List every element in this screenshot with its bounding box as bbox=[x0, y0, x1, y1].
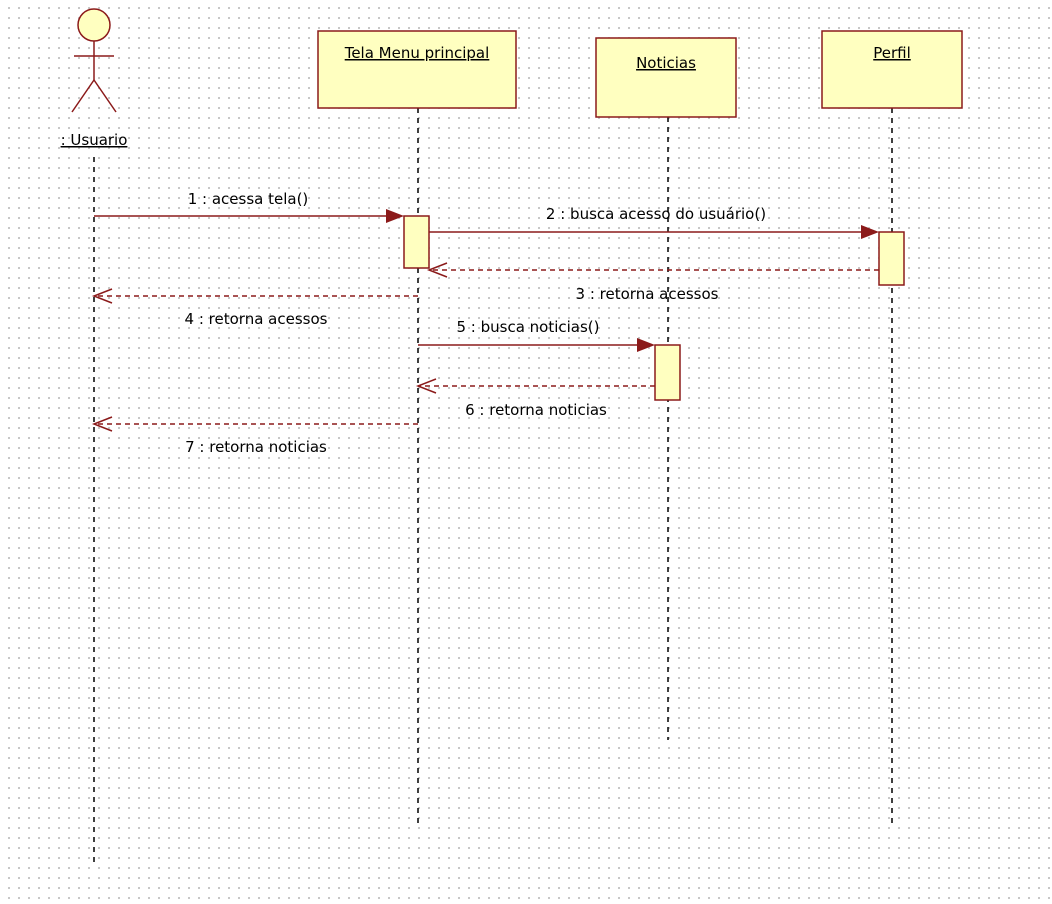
filled-arrowhead-icon bbox=[861, 225, 879, 239]
message-6[interactable]: 6 : retorna noticias bbox=[415, 378, 655, 419]
message-3[interactable]: 3 : retorna acessos bbox=[426, 262, 879, 303]
activation-bar-perfil bbox=[878, 231, 905, 286]
open-arrowhead-icon bbox=[91, 416, 113, 432]
actor-label: : Usuario bbox=[61, 131, 128, 149]
activation-bar-tela bbox=[403, 215, 430, 269]
message-label: 6 : retorna noticias bbox=[465, 401, 607, 419]
open-arrowhead-icon bbox=[91, 288, 113, 304]
message-label: 5 : busca noticias() bbox=[456, 318, 599, 336]
stick-figure-actor-icon bbox=[71, 8, 117, 113]
message-4[interactable]: 4 : retorna acessos bbox=[91, 288, 418, 328]
activation-bar-noticias bbox=[654, 344, 681, 401]
message-2[interactable]: 2 : busca acesso do usuário() bbox=[429, 205, 879, 239]
message-label: 7 : retorna noticias bbox=[185, 438, 327, 456]
actor-usuario[interactable]: : Usuario bbox=[61, 8, 128, 149]
message-label: 1 : acessa tela() bbox=[188, 190, 309, 208]
message-5[interactable]: 5 : busca noticias() bbox=[418, 318, 655, 352]
message-1[interactable]: 1 : acessa tela() bbox=[94, 190, 404, 223]
object-box-tela-menu-principal[interactable]: Tela Menu principal bbox=[317, 30, 517, 109]
message-label: 2 : busca acesso do usuário() bbox=[546, 205, 766, 223]
open-arrowhead-icon bbox=[415, 378, 437, 394]
message-label: 4 : retorna acessos bbox=[185, 310, 328, 328]
message-label: 3 : retorna acessos bbox=[576, 285, 719, 303]
object-box-perfil[interactable]: Perfil bbox=[821, 30, 963, 109]
filled-arrowhead-icon bbox=[386, 209, 404, 223]
object-label-tela: Tela Menu principal bbox=[344, 44, 490, 62]
open-arrowhead-icon bbox=[426, 262, 448, 278]
object-box-noticias[interactable]: Noticias bbox=[595, 37, 737, 118]
object-label-noticias: Noticias bbox=[636, 54, 696, 72]
object-label-perfil: Perfil bbox=[873, 44, 911, 62]
message-7[interactable]: 7 : retorna noticias bbox=[91, 416, 418, 456]
filled-arrowhead-icon bbox=[637, 338, 655, 352]
